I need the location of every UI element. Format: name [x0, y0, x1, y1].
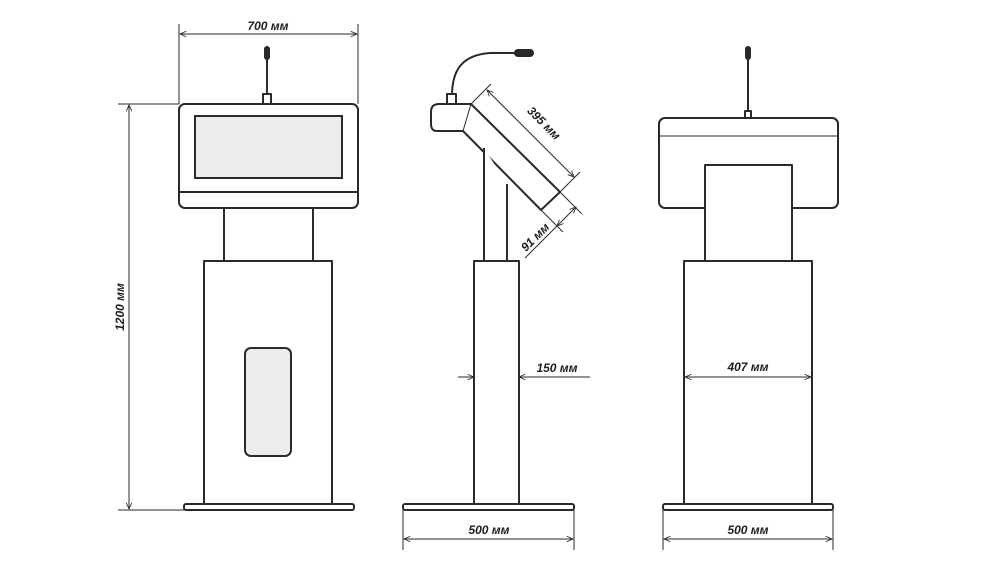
back-base-label: 500 мм: [727, 523, 768, 537]
side-gooseneck-microphone: [451, 52, 518, 97]
side-microphone-head-icon: [514, 49, 534, 57]
side-base-label: 500 мм: [468, 523, 509, 537]
front-base-plate: [183, 503, 355, 511]
screen-depth-label: 91 мм: [518, 220, 552, 254]
front-display-screen: [194, 115, 343, 179]
screen-depth-leader: [524, 225, 558, 259]
back-microphone-head-icon: [745, 46, 751, 60]
front-neck: [223, 207, 314, 262]
side-view: 395 мм 91 мм 150 мм 500 мм: [402, 49, 590, 550]
front-microphone-base: [262, 93, 272, 105]
screen-depth-ext-bottom: [540, 209, 564, 233]
screen-length-ext-bottom: [559, 171, 581, 193]
side-column: [473, 260, 520, 505]
front-microphone-head-icon: [264, 46, 270, 60]
screen-length-label: 395 мм: [524, 104, 563, 143]
column-width-label: 150 мм: [536, 361, 577, 375]
front-card-slot-window: [244, 347, 292, 457]
screen-length-ext-top: [470, 83, 492, 105]
back-base-plate: [662, 503, 834, 511]
back-body: [683, 260, 813, 505]
back-microphone-base: [744, 110, 752, 119]
screen-depth-ext-top: [559, 191, 583, 215]
screen-length-dim-line: [487, 90, 574, 177]
back-body-width-label: 407 мм: [726, 360, 768, 374]
height-label: 1200 мм: [113, 283, 127, 331]
side-screen-edge: [462, 103, 472, 132]
back-neck: [704, 164, 793, 262]
front-width-label: 700 мм: [247, 19, 288, 33]
back-view: 407 мм 500 мм: [658, 46, 839, 550]
front-view: 700 мм 1200 мм: [113, 19, 359, 511]
side-microphone-base: [446, 93, 457, 105]
screen-depth-dim-line: [557, 207, 576, 226]
side-base-plate: [402, 503, 575, 511]
